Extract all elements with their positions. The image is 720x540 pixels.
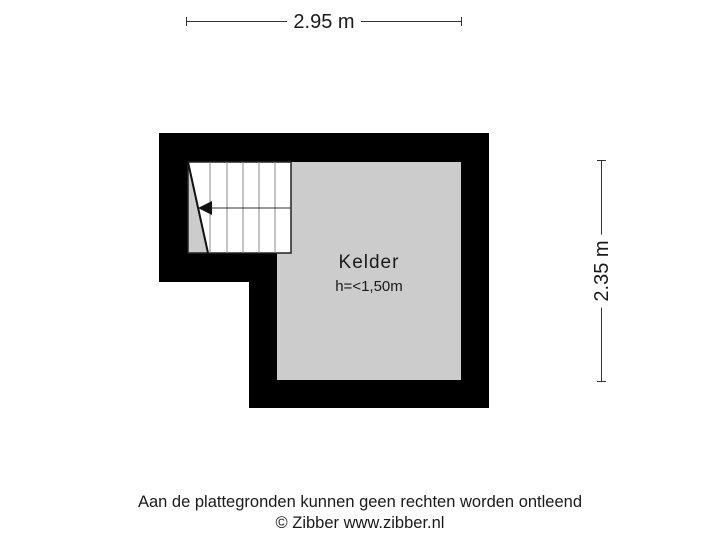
room-label: Kelder bbox=[338, 252, 400, 273]
disclaimer-text: Aan de plattegronden kunnen geen rechten… bbox=[137, 493, 583, 511]
height-dimension: 2.35 m bbox=[590, 160, 614, 382]
room-height-label: h=<1,50m bbox=[335, 278, 403, 295]
width-label: 2.95 m bbox=[287, 11, 361, 33]
dimension-tick-right bbox=[461, 17, 462, 26]
copyright-text: © Zibber www.zibber.nl bbox=[275, 514, 445, 532]
dimension-tick-bottom bbox=[597, 381, 606, 382]
footer: Aan de plattegronden kunnen geen rechten… bbox=[0, 492, 720, 534]
stair-direction-arrow-icon bbox=[198, 201, 212, 215]
width-dimension: 2.95 m bbox=[186, 10, 462, 34]
staircase bbox=[187, 161, 292, 254]
